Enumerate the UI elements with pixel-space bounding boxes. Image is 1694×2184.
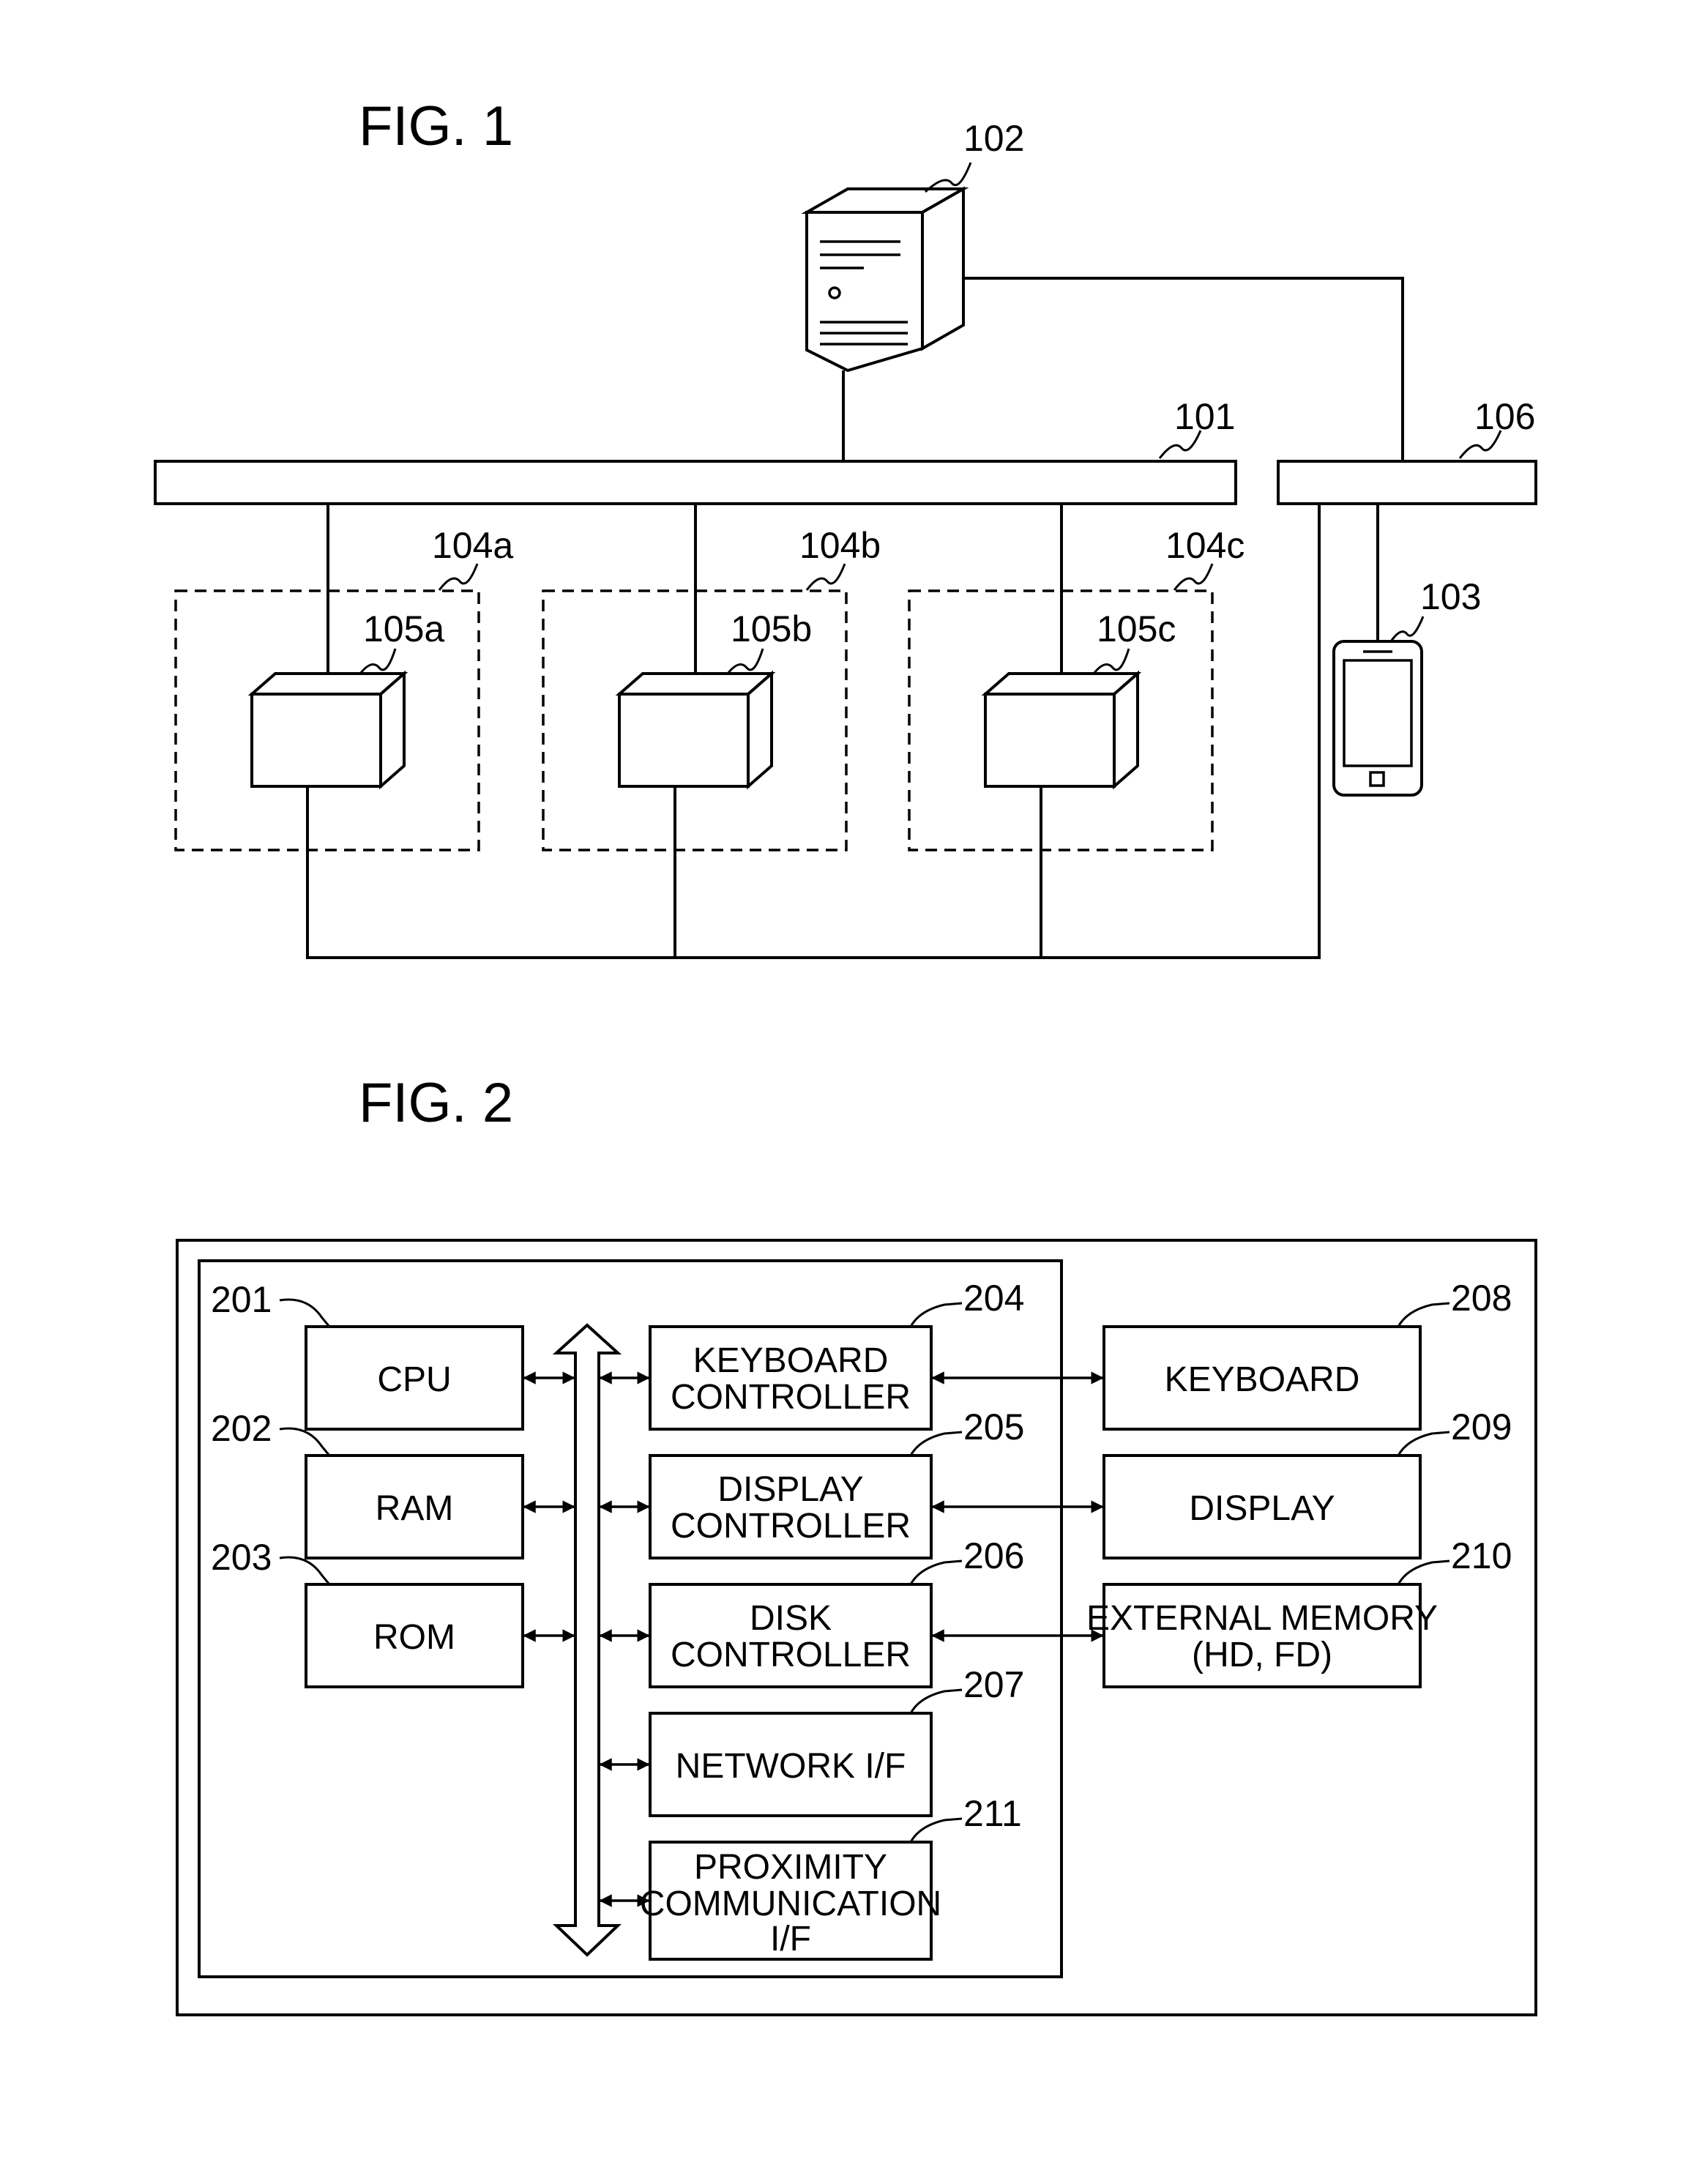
fig1-title: FIG. 1 [359, 95, 513, 157]
network-106 [1278, 461, 1536, 504]
ref-210: 210 [1451, 1535, 1512, 1576]
ref-102: 102 [963, 118, 1024, 159]
device-105b [619, 674, 772, 786]
leader-207 [911, 1690, 962, 1713]
ref-204: 204 [963, 1278, 1024, 1319]
kbc-label-1: KEYBOARD [693, 1341, 889, 1380]
block-external-memory: EXTERNAL MEMORY (HD, FD) [1086, 1584, 1438, 1687]
ref-104a: 104a [432, 525, 513, 566]
ref-211: 211 [963, 1793, 1022, 1834]
device-105a [252, 674, 404, 786]
fig2-title: FIG. 2 [359, 1072, 513, 1134]
ref-206: 206 [963, 1535, 1024, 1576]
system-bus [556, 1325, 618, 1955]
ref-104b: 104b [799, 525, 881, 566]
nif-label: NETWORK I/F [676, 1747, 906, 1786]
ram-label: RAM [376, 1489, 454, 1528]
block-proximity-communication-if: PROXIMITY COMMUNICATION I/F [640, 1842, 941, 1959]
ref-208: 208 [1451, 1278, 1512, 1319]
device-105c [985, 674, 1138, 786]
leader-104a [439, 564, 477, 590]
cpu-label: CPU [377, 1360, 451, 1399]
network-101 [155, 461, 1236, 504]
ref-201: 201 [211, 1279, 272, 1320]
block-keyboard-controller: KEYBOARD CONTROLLER [650, 1327, 931, 1429]
leader-208 [1398, 1303, 1449, 1327]
leader-203 [280, 1557, 329, 1584]
ref-103: 103 [1420, 576, 1481, 617]
leader-201 [280, 1300, 329, 1327]
kbd-label: KEYBOARD [1165, 1360, 1360, 1399]
ref-205: 205 [963, 1406, 1024, 1447]
ext-label-2: (HD, FD) [1192, 1636, 1332, 1674]
ref-105b: 105b [731, 608, 812, 649]
mobile-phone-icon [1334, 641, 1422, 795]
dsp-label: DISPLAY [1189, 1489, 1335, 1528]
ref-101: 101 [1174, 396, 1235, 437]
pcif-label-3: I/F [770, 1920, 811, 1958]
leader-211 [911, 1819, 962, 1842]
leader-206 [911, 1561, 962, 1584]
leader-105c [1094, 649, 1129, 674]
block-ram: RAM [306, 1456, 523, 1558]
block-display: DISPLAY [1104, 1456, 1420, 1558]
leader-210 [1398, 1561, 1449, 1584]
dkc-label-1: DISK [750, 1599, 832, 1638]
leader-104b [807, 564, 845, 590]
ref-104c: 104c [1165, 525, 1245, 566]
server-icon [807, 189, 963, 370]
ref-105a: 105a [363, 608, 444, 649]
ref-105c: 105c [1097, 608, 1176, 649]
ref-209: 209 [1451, 1406, 1512, 1447]
ref-203: 203 [211, 1537, 272, 1578]
block-display-controller: DISPLAY CONTROLLER [650, 1456, 931, 1558]
leader-202 [280, 1428, 329, 1456]
figure-1: FIG. 1 [155, 95, 1536, 958]
kbc-label-2: CONTROLLER [671, 1378, 911, 1417]
ext-label-1: EXTERNAL MEMORY [1086, 1599, 1438, 1638]
ref-207: 207 [963, 1664, 1024, 1705]
dpc-label-2: CONTROLLER [671, 1507, 911, 1546]
pcif-label-2: COMMUNICATION [640, 1885, 941, 1923]
pcif-label-1: PROXIMITY [694, 1848, 887, 1887]
leader-105a [360, 649, 395, 674]
dkc-label-2: CONTROLLER [671, 1636, 911, 1674]
block-rom: ROM [306, 1584, 523, 1687]
block-disk-controller: DISK CONTROLLER [650, 1584, 931, 1687]
dpc-label-1: DISPLAY [717, 1470, 863, 1509]
leader-104c [1174, 564, 1212, 590]
leader-209 [1398, 1432, 1449, 1456]
ref-202: 202 [211, 1408, 272, 1449]
leader-105b [728, 649, 763, 674]
figure-2: FIG. 2 CPU RAM ROM KEYBOARD CONTROLLER D… [177, 1072, 1536, 2015]
lower-link-a [307, 504, 1319, 958]
leader-204 [911, 1303, 962, 1327]
leader-205 [911, 1432, 962, 1456]
ref-106: 106 [1474, 396, 1535, 437]
block-cpu: CPU [306, 1327, 523, 1429]
block-network-if: NETWORK I/F [650, 1713, 931, 1816]
block-keyboard: KEYBOARD [1104, 1327, 1420, 1429]
rom-label: ROM [373, 1618, 455, 1657]
leader-103 [1391, 616, 1423, 641]
